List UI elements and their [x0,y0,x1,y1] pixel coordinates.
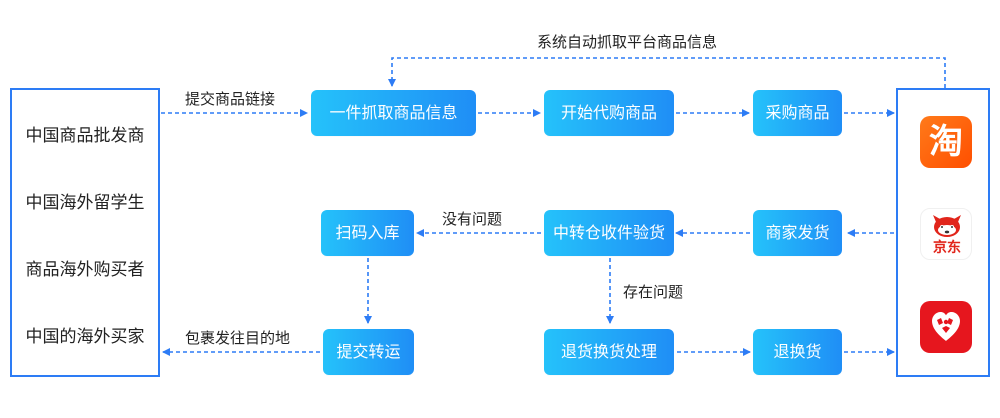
submit-transfer-node: 提交转运 [323,329,414,375]
no-problem-label: 没有问题 [442,210,503,228]
jd-dog-icon [933,215,961,237]
jd-logo-icon: 京东 [920,208,972,260]
merchant-ship-node: 商家发货 [753,210,842,256]
has-problem-label: 存在问题 [623,283,684,301]
capture-product-info-node: 一件抓取商品信息 [311,90,476,136]
buyer-type-item: 商品海外购买者 [25,260,145,280]
buyer-types-panel: 中国商品批发商 中国海外留学生 商品海外购买者 中国的海外买家 [10,88,160,377]
buyer-type-item: 中国的海外买家 [25,327,145,347]
jd-logo-text: 京东 [933,240,961,256]
taobao-logo-glyph: 淘 [929,122,963,162]
inspect-goods-node: 中转仓收件验货 [544,210,674,256]
pinduoduo-heart-icon [932,312,960,341]
package-destination-label: 包裹发往目的地 [185,329,291,347]
taobao-logo-icon: 淘 [920,116,972,168]
buyer-type-item: 中国海外留学生 [25,193,145,213]
return-process-node: 退货换货处理 [544,329,674,375]
buy-goods-node: 采购商品 [753,90,842,136]
pinduoduo-logo-icon [920,301,972,353]
system-auto-capture-label: 系统自动抓取平台商品信息 [537,33,718,51]
scan-store-node: 扫码入库 [321,210,414,256]
buyer-type-item: 中国商品批发商 [25,126,145,146]
submit-link-label: 提交商品链接 [185,90,276,108]
return-exchange-node: 退换货 [753,329,842,375]
start-purchase-node: 开始代购商品 [544,90,674,136]
top-feedback-connector [388,57,946,88]
